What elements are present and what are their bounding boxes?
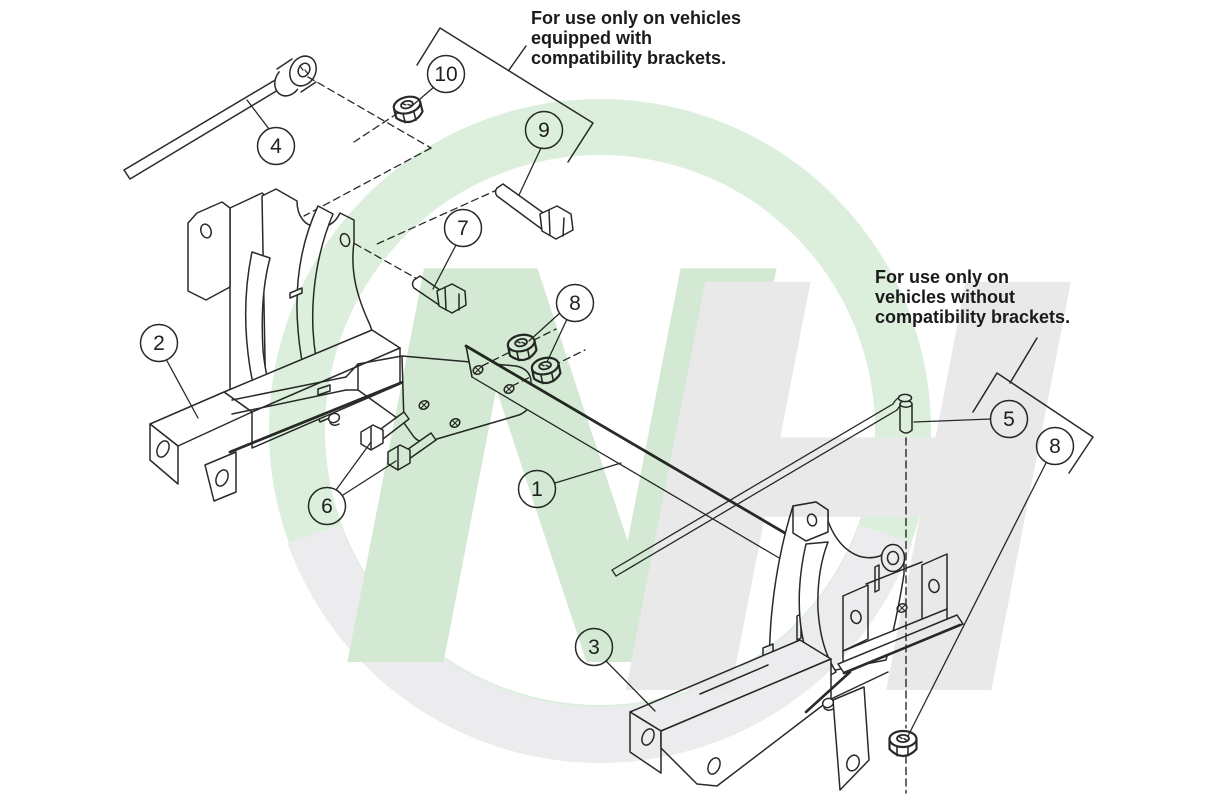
callout-10: 10 <box>428 56 465 93</box>
part-1-strap <box>466 346 790 562</box>
note-equipped-line1: For use only on vehicles <box>531 8 742 28</box>
brand-watermark: N H <box>269 99 1083 809</box>
note-without: For use only on vehicles without compati… <box>875 267 1070 327</box>
callout-2: 2 <box>141 325 178 362</box>
part-9-bolt <box>496 184 574 239</box>
watermark-letter-h: H <box>614 171 1083 809</box>
callout-2-label: 2 <box>153 332 165 355</box>
callout-8-right: 8 <box>1037 428 1074 465</box>
callout-4: 4 <box>258 128 295 165</box>
callout-7: 7 <box>445 210 482 247</box>
part-6-bolts <box>361 412 436 470</box>
callout-8-center-label: 8 <box>569 292 581 315</box>
callout-8-center: 8 <box>557 285 594 322</box>
callout-3: 3 <box>576 629 613 666</box>
part-7-bolt <box>413 276 467 313</box>
callout-5: 5 <box>991 401 1028 438</box>
watermark-letter-n: N <box>336 162 788 790</box>
note-equipped: For use only on vehicles equipped with c… <box>531 8 741 68</box>
callout-10-label: 10 <box>434 63 457 86</box>
note-without-line1: For use only on <box>875 267 1010 287</box>
part-4-rod <box>124 51 321 179</box>
note-equipped-line2: equipped with <box>531 28 652 48</box>
note-without-leader <box>973 338 1093 473</box>
note-without-line2: vehicles without <box>875 287 1016 307</box>
callout-8-right-label: 8 <box>1049 435 1061 458</box>
callout-3-label: 3 <box>588 636 600 659</box>
callout-7-label: 7 <box>457 217 469 240</box>
callout-5-label: 5 <box>1003 408 1015 431</box>
callout-4-label: 4 <box>270 135 282 158</box>
watermark-ring-gray <box>287 524 913 763</box>
callout-1: 1 <box>519 471 556 508</box>
callout-1-label: 1 <box>531 478 543 501</box>
note-without-line3: compatibility brackets. <box>875 307 1071 327</box>
note-equipped-line3: compatibility brackets. <box>531 48 727 68</box>
